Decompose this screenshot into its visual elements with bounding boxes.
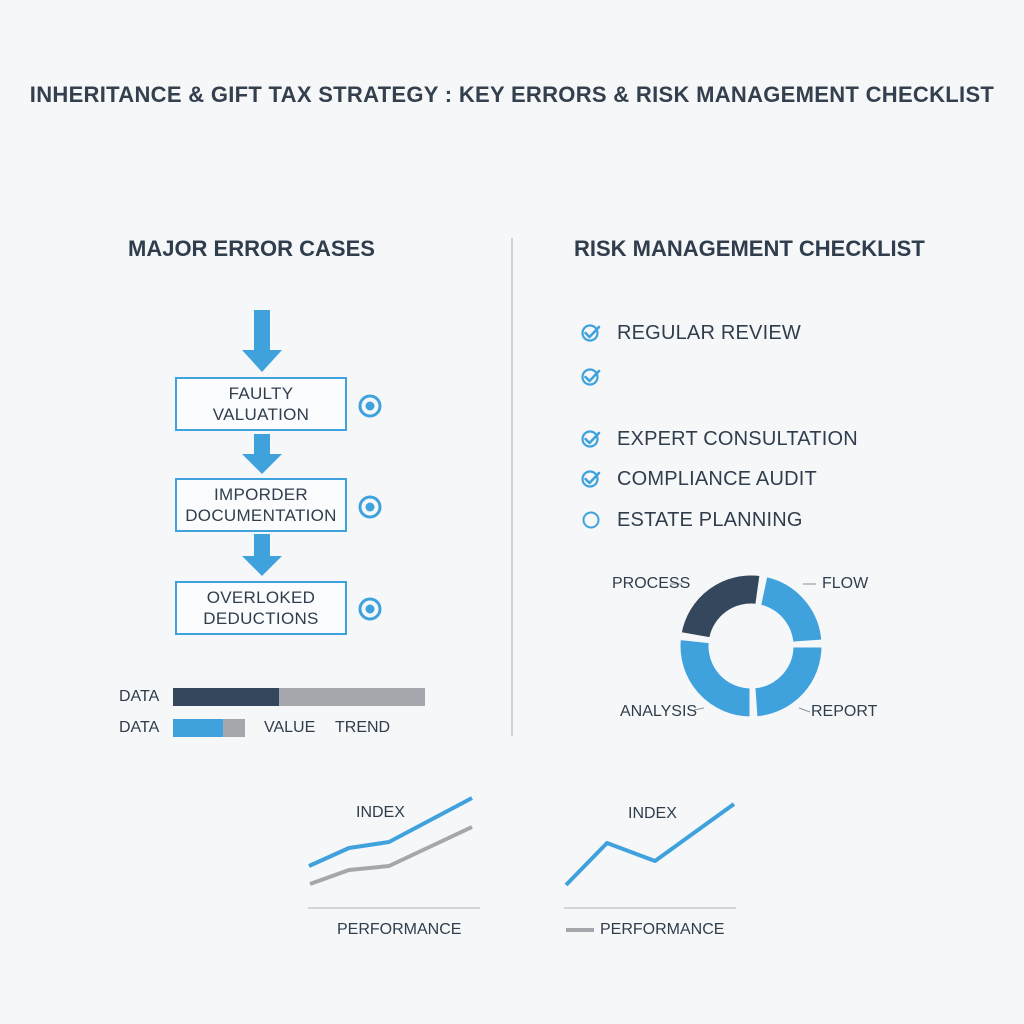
- cycle-segments: [677, 572, 825, 720]
- flow-step-line: FAULTY: [228, 384, 294, 403]
- chart-series-blue: [308, 796, 473, 868]
- progress-bar-fill: [173, 719, 224, 737]
- chart-series-gray: [309, 825, 473, 886]
- checklist-item: COMPLIANCE AUDIT: [581, 467, 817, 491]
- checklist-item: EXPERT CONSULTATION: [581, 427, 858, 451]
- legend-trend: TREND: [335, 719, 391, 736]
- check-circle-icon: [581, 324, 601, 342]
- cycle-segment-analysis: [677, 636, 753, 720]
- cycle-segment-flow: [757, 573, 825, 645]
- risk-checklist-heading: RISK MANAGEMENT CHECKLIST: [574, 236, 925, 261]
- flow-step-line: OVERLOKED: [206, 588, 316, 607]
- checklist-item-label: COMPLIANCE AUDIT: [617, 467, 817, 490]
- bar-label: DATA: [119, 719, 160, 736]
- cycle-diagram: [670, 572, 825, 720]
- checklist-item-label: ESTATE PLANNING: [617, 508, 803, 531]
- checklist-item: ESTATE PLANNING: [581, 508, 802, 532]
- down-arrow-icon: [242, 310, 282, 372]
- checklist-item: REGULAR REVIEW: [581, 321, 801, 345]
- checklist-item: [581, 365, 601, 389]
- cycle-label-process: PROCESS: [612, 575, 691, 592]
- down-arrow-icon: [242, 534, 282, 576]
- flow-step-improper-documentation: IMPORDER DOCUMENTATION: [175, 478, 347, 532]
- line-chart-1: [308, 796, 480, 909]
- flow-step-line: IMPORDER: [213, 485, 308, 504]
- chart-index-label: INDEX: [628, 805, 677, 822]
- chart-index-label: INDEX: [356, 804, 405, 821]
- line-chart-2: [564, 802, 736, 909]
- down-arrow-icon: [242, 434, 282, 474]
- check-circle-icon: [581, 430, 601, 448]
- check-circle-icon: [581, 470, 601, 488]
- chart-footer-label: PERFORMANCE: [600, 921, 725, 938]
- page-title: INHERITANCE & GIFT TAX STRATEGY : KEY ER…: [29, 82, 995, 107]
- legend-swatch-gray: [566, 928, 594, 932]
- target-icon: [358, 597, 382, 621]
- leader-line: [798, 707, 811, 713]
- progress-bar-track: [173, 688, 425, 706]
- checklist-item-label: REGULAR REVIEW: [617, 321, 801, 344]
- major-error-cases-heading: MAJOR ERROR CASES: [128, 236, 375, 261]
- chart-footer-label: PERFORMANCE: [337, 921, 462, 938]
- chart-series-blue: [564, 802, 736, 887]
- flow-step-line: VALUATION: [212, 405, 310, 424]
- flow-step-line: DOCUMENTATION: [185, 506, 337, 525]
- flow-step-faulty-valuation: FAULTY VALUATION: [175, 377, 347, 431]
- flow-step-overlooked-deductions: OVERLOKED DEDUCTIONS: [175, 581, 347, 635]
- progress-bar-fill: [173, 688, 279, 706]
- leader-line: [693, 707, 705, 711]
- target-icon: [358, 394, 382, 418]
- cycle-segment-process: [678, 572, 763, 641]
- empty-circle-icon: [582, 511, 600, 529]
- checklist-item-label: EXPERT CONSULTATION: [617, 427, 858, 450]
- cycle-label-report: REPORT: [811, 703, 878, 720]
- legend-value: VALUE: [264, 719, 316, 736]
- cycle-label-flow: FLOW: [822, 575, 869, 592]
- target-icon: [358, 495, 382, 519]
- flow-step-line: DEDUCTIONS: [203, 609, 319, 628]
- check-circle-icon: [581, 368, 601, 386]
- progress-bar-track: [173, 719, 245, 737]
- bar-label: DATA: [119, 688, 160, 705]
- cycle-label-analysis: ANALYSIS: [620, 703, 698, 720]
- section-divider: [511, 238, 513, 736]
- cycle-segment-report: [752, 644, 825, 720]
